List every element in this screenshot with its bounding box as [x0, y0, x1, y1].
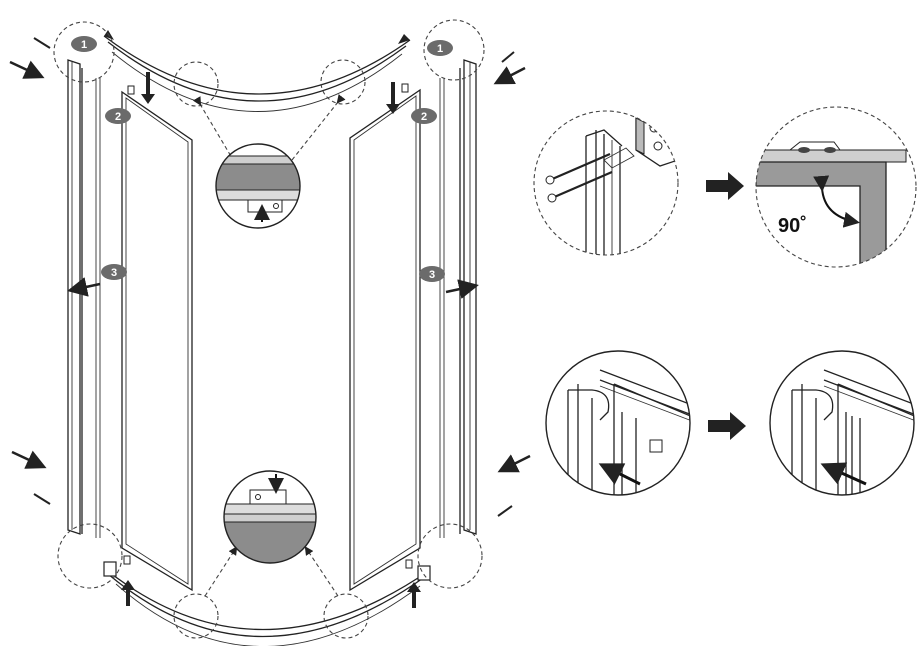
rail-circle-bottom-right [323, 593, 369, 639]
svg-text:1: 1 [81, 39, 87, 51]
left-glass-panel [121, 85, 193, 592]
angle-label: 90˚ [778, 214, 807, 237]
corner-circle-bottom-right [417, 523, 483, 589]
svg-text:3: 3 [111, 267, 117, 279]
screw-icon [33, 37, 515, 517]
callout-badge-1-right: 1 [427, 40, 453, 56]
corner-circle-bottom-left [57, 523, 123, 589]
svg-text:1: 1 [437, 43, 443, 55]
rail-circle-bottom-left [173, 593, 219, 639]
callout-badge-2-right: 2 [411, 108, 437, 124]
rail-circle-top-left [173, 61, 219, 107]
callout-badge-3-right: 3 [419, 266, 445, 282]
detail-circle-bottom [223, 470, 317, 564]
arrow-icon [706, 172, 744, 200]
detail-screw-fixing [533, 110, 679, 256]
detail-panel-slide-before [545, 350, 691, 496]
right-glass-panel [349, 83, 421, 592]
corner-circle-top-right [423, 19, 485, 81]
callout-badge-2-left: 2 [105, 108, 131, 124]
left-wall-profile [67, 59, 101, 538]
svg-text:3: 3 [429, 269, 435, 281]
detail-circle-top [215, 143, 301, 229]
arrow-icon [708, 412, 746, 440]
rail-circle-top-right [320, 59, 366, 105]
bottom-curved-rail [103, 561, 431, 646]
corner-circle-top-left [53, 21, 115, 83]
svg-text:2: 2 [421, 111, 427, 123]
arrow-icon [121, 72, 421, 608]
main-assembly: 1 1 2 2 3 3 [9, 19, 531, 646]
detail-panel-slide-after [769, 350, 915, 496]
detail-right-angle: 90˚ [755, 106, 917, 268]
svg-text:2: 2 [115, 111, 121, 123]
right-wall-profile [439, 59, 477, 538]
callout-badge-3-left: 3 [101, 264, 127, 280]
callout-badge-1-left: 1 [71, 36, 97, 52]
